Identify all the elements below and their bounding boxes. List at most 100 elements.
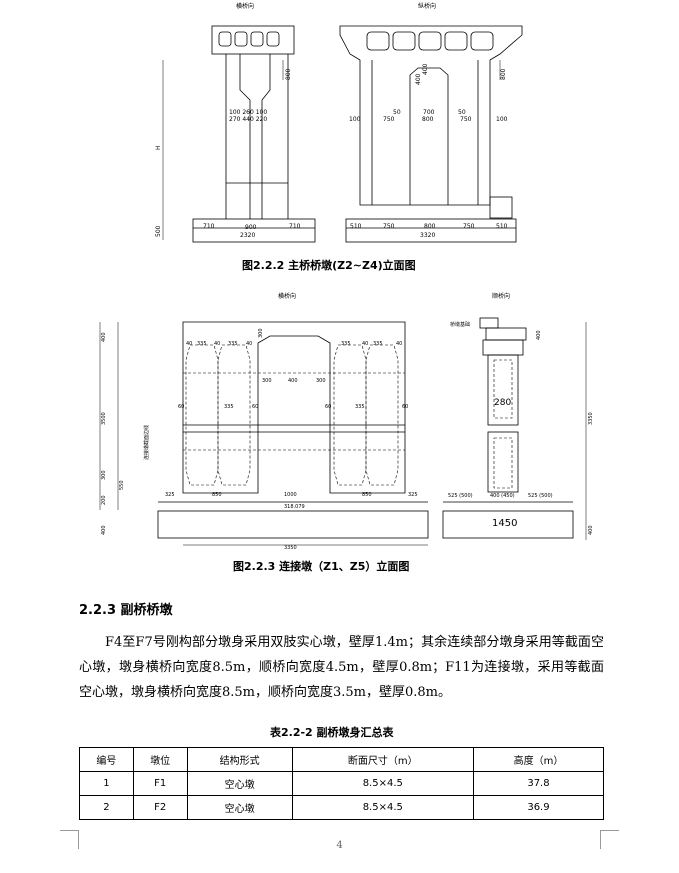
table-caption: 表2.2-2 副桥墩身汇总表: [270, 726, 394, 739]
fig1-total-left: 2320: [240, 232, 255, 239]
section-paragraph: F4至F7号刚构部分墩身采用双肢实心墩，壁厚1.4m；其余连续部分墩身采用等截面…: [79, 635, 604, 700]
section-heading: 2.2.3 副桥桥墩: [79, 603, 173, 618]
table-cell: 1: [79, 771, 134, 796]
fig1-h800-left: 800: [285, 68, 292, 80]
fig1-r750a: 750: [383, 116, 395, 123]
table-header-row: 编号 墩位 结构形式 断面尺寸（m） 高度（m）: [79, 747, 605, 772]
fig1-b510a: 510: [350, 223, 362, 230]
fig1-b800: 800: [424, 223, 436, 230]
fig1-row2-left: 270 440 220: [229, 116, 267, 123]
fig2-d60c: 60: [325, 404, 331, 410]
fig2-s-1450: 1450: [492, 518, 517, 529]
fig2-d335e: 335: [224, 404, 234, 410]
fig2-d40c: 40: [246, 341, 252, 347]
figure-main-pier: 横桥向 纵桥向 800 800 400 400 H 500 100 260 10…: [155, 2, 523, 243]
fig2-v3500: 3500: [101, 412, 107, 425]
fig2-d335a: 335: [197, 341, 207, 347]
corner-mark-right: [600, 830, 619, 849]
fig2-b3350: 3350: [284, 545, 297, 550]
fig1-r50a: 50: [393, 109, 401, 116]
table-cell: 空心墩: [186, 795, 293, 820]
fig1-h400-b: 400: [422, 63, 429, 75]
corner-mark-left: [60, 830, 79, 849]
fig1-dim-710b: 710: [289, 223, 301, 230]
fig1-h400-a: 400: [415, 73, 422, 85]
fig1-right-title: 纵桥向: [418, 2, 436, 10]
fig2-v550: 550: [119, 480, 125, 490]
page-number: 4: [336, 840, 343, 851]
table-cell: 36.9: [472, 795, 605, 820]
fig2-b850a: 850: [212, 492, 222, 498]
header-cell: 编号: [79, 747, 134, 772]
fig1-dim-710a: 710: [203, 223, 215, 230]
fig2-d300a: 300: [262, 378, 272, 384]
fig2-left-title: 横桥向: [278, 292, 296, 300]
fig2-d300b: 300: [316, 378, 326, 384]
header-cell: 高度（m）: [472, 747, 605, 772]
fig2-d335f: 335: [355, 404, 365, 410]
fig1-dim-900: 900: [245, 224, 257, 231]
table-cell: F1: [132, 771, 188, 796]
fig2-h300-top: 300: [258, 328, 264, 338]
figure1-caption: 图2.2.2 主桥桥墩(Z2~Z4)立面图: [242, 259, 416, 272]
header-cell: 结构形式: [186, 747, 293, 772]
header-cell: 断面尺寸（m）: [291, 747, 474, 772]
fig2-s-280: 280: [494, 398, 511, 408]
fig2-d335c: 335: [341, 341, 351, 347]
fig2-b325b: 325: [408, 492, 418, 498]
fig2-v400: 400: [101, 332, 107, 342]
fig2-b318: 318.079: [284, 504, 305, 510]
fig2-d60a: 60: [178, 404, 184, 410]
fig2-d60d: 60: [402, 404, 408, 410]
fig2-d60b: 60: [252, 404, 258, 410]
figure-connection-pier: 横桥向 顺桥向 300 40 335 40 335 40 335 40 335 …: [99, 292, 594, 550]
fig2-d335b: 335: [228, 341, 238, 347]
table-cell: F2: [132, 795, 188, 820]
fig1-r700: 700: [423, 109, 435, 116]
fig1-h800-right: 800: [500, 68, 507, 80]
fig1-r750b: 750: [460, 116, 472, 123]
figure2-caption: 图2.2.3 连接墩（Z1、Z5）立面图: [233, 560, 410, 573]
fig2-v300: 300: [101, 470, 107, 480]
fig2-side-note: 连接墩截面边线: [143, 425, 150, 460]
fig1-r100a: 100: [349, 116, 361, 123]
fig2-d40b: 40: [214, 341, 220, 347]
fig2-s-525a: 525 (500): [448, 493, 473, 499]
fig2-b850b: 850: [362, 492, 372, 498]
table-row: 2 F2 空心墩 8.5×4.5 36.9: [79, 795, 605, 820]
fig2-s-3350: 3350: [588, 412, 594, 425]
fig1-left-title: 横桥向: [236, 2, 254, 10]
fig2-s-400r: 400: [588, 525, 594, 535]
table-row: 1 F1 空心墩 8.5×4.5 37.8: [79, 771, 605, 796]
table-cell: 2: [79, 795, 134, 820]
fig2-v400b: 400: [101, 525, 107, 535]
table-cell: 8.5×4.5: [291, 771, 474, 796]
fig2-d40a: 40: [186, 341, 192, 347]
fig2-d40e: 40: [396, 341, 402, 347]
fig1-r100b: 100: [496, 116, 508, 123]
fig2-s-ch: 桥墩基础: [450, 321, 470, 328]
fig1-h500: 500: [155, 225, 162, 237]
fig1-total-right: 3320: [420, 232, 435, 239]
fig2-b325a: 325: [165, 492, 175, 498]
fig2-d40d: 40: [362, 341, 368, 347]
table-cell: 空心墩: [186, 771, 293, 796]
fig2-s-400: 400 (450): [490, 493, 515, 499]
fig1-b750b: 750: [463, 223, 475, 230]
fig2-s-400top: 400: [536, 330, 542, 340]
fig1-H: H: [155, 145, 162, 150]
fig2-s-525b: 525 (500): [528, 493, 553, 499]
fig1-r50b: 50: [458, 109, 466, 116]
table-cell: 8.5×4.5: [291, 795, 474, 820]
fig2-b1000: 1000: [284, 492, 297, 498]
fig1-b750a: 750: [383, 223, 395, 230]
fig2-d335d: 335: [373, 341, 383, 347]
fig1-b510b: 510: [496, 223, 508, 230]
fig2-v200: 200: [101, 495, 107, 505]
summary-table: 编号 墩位 结构形式 断面尺寸（m） 高度（m） 1 F1 空心墩 8.5×4.…: [79, 747, 605, 820]
fig2-right-title: 顺桥向: [492, 292, 510, 300]
fig1-r800: 800: [422, 116, 434, 123]
fig1-row1-left: 100 260 100: [229, 109, 267, 116]
header-cell: 墩位: [132, 747, 188, 772]
table-cell: 37.8: [472, 771, 605, 796]
